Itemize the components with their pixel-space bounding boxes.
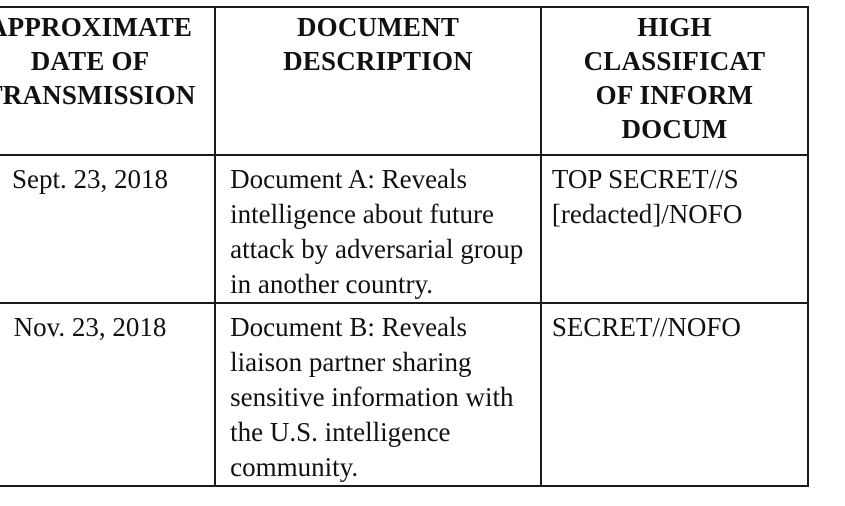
header-classification: HIGH CLASSIFICAT OF INFORM DOCUM	[539, 6, 810, 156]
description-line: in another country.	[230, 269, 434, 299]
description-line: Document B: Reveals	[230, 312, 468, 342]
description-line: liaison partner sharing	[230, 347, 472, 377]
header-description-line: DESCRIPTION	[283, 46, 473, 76]
table-row: Nov. 23, 2018 Document B: Reveals liaiso…	[0, 302, 810, 487]
date-cell: Sept. 23, 2018	[0, 154, 217, 304]
description-line: community.	[230, 452, 359, 482]
header-description: DOCUMENT DESCRIPTION	[214, 6, 542, 156]
date-value: Sept. 23, 2018	[12, 164, 169, 194]
date-cell: Nov. 23, 2018	[0, 302, 217, 487]
table-header-row: APPROXIMATE DATE OF TRANSMISSION DOCUMEN…	[0, 6, 810, 156]
description-line: sensitive information with	[230, 382, 514, 412]
classification-cell: TOP SECRET//S [redacted]/NOFO	[539, 154, 810, 304]
date-value: Nov. 23, 2018	[13, 312, 167, 342]
header-date-line: DATE OF	[30, 46, 150, 76]
classification-line: SECRET//NOFO	[551, 312, 741, 342]
transmission-table: APPROXIMATE DATE OF TRANSMISSION DOCUMEN…	[0, 6, 810, 487]
classification-cell: SECRET//NOFO	[539, 302, 810, 487]
description-line: attack by adversarial group	[230, 234, 524, 264]
header-classification-line: HIGH	[637, 12, 712, 42]
header-classification-line: OF INFORM	[595, 80, 754, 110]
description-cell: Document B: Reveals liaison partner shar…	[214, 302, 542, 487]
table-row: Sept. 23, 2018 Document A: Reveals intel…	[0, 154, 810, 304]
header-date-line: APPROXIMATE	[0, 12, 193, 42]
description-line: the U.S. intelligence	[230, 417, 451, 447]
header-date-line: TRANSMISSION	[0, 80, 196, 110]
header-classification-line: CLASSIFICAT	[583, 46, 766, 76]
description-line: intelligence about future	[230, 199, 494, 229]
description-line: Document A: Reveals	[230, 164, 468, 194]
header-description-line: DOCUMENT	[296, 12, 460, 42]
classification-line: [redacted]/NOFO	[551, 199, 743, 229]
header-classification-line: DOCUM	[621, 114, 728, 144]
header-date: APPROXIMATE DATE OF TRANSMISSION	[0, 6, 217, 156]
description-cell: Document A: Reveals intelligence about f…	[214, 154, 542, 304]
classification-line: TOP SECRET//S	[551, 164, 739, 194]
